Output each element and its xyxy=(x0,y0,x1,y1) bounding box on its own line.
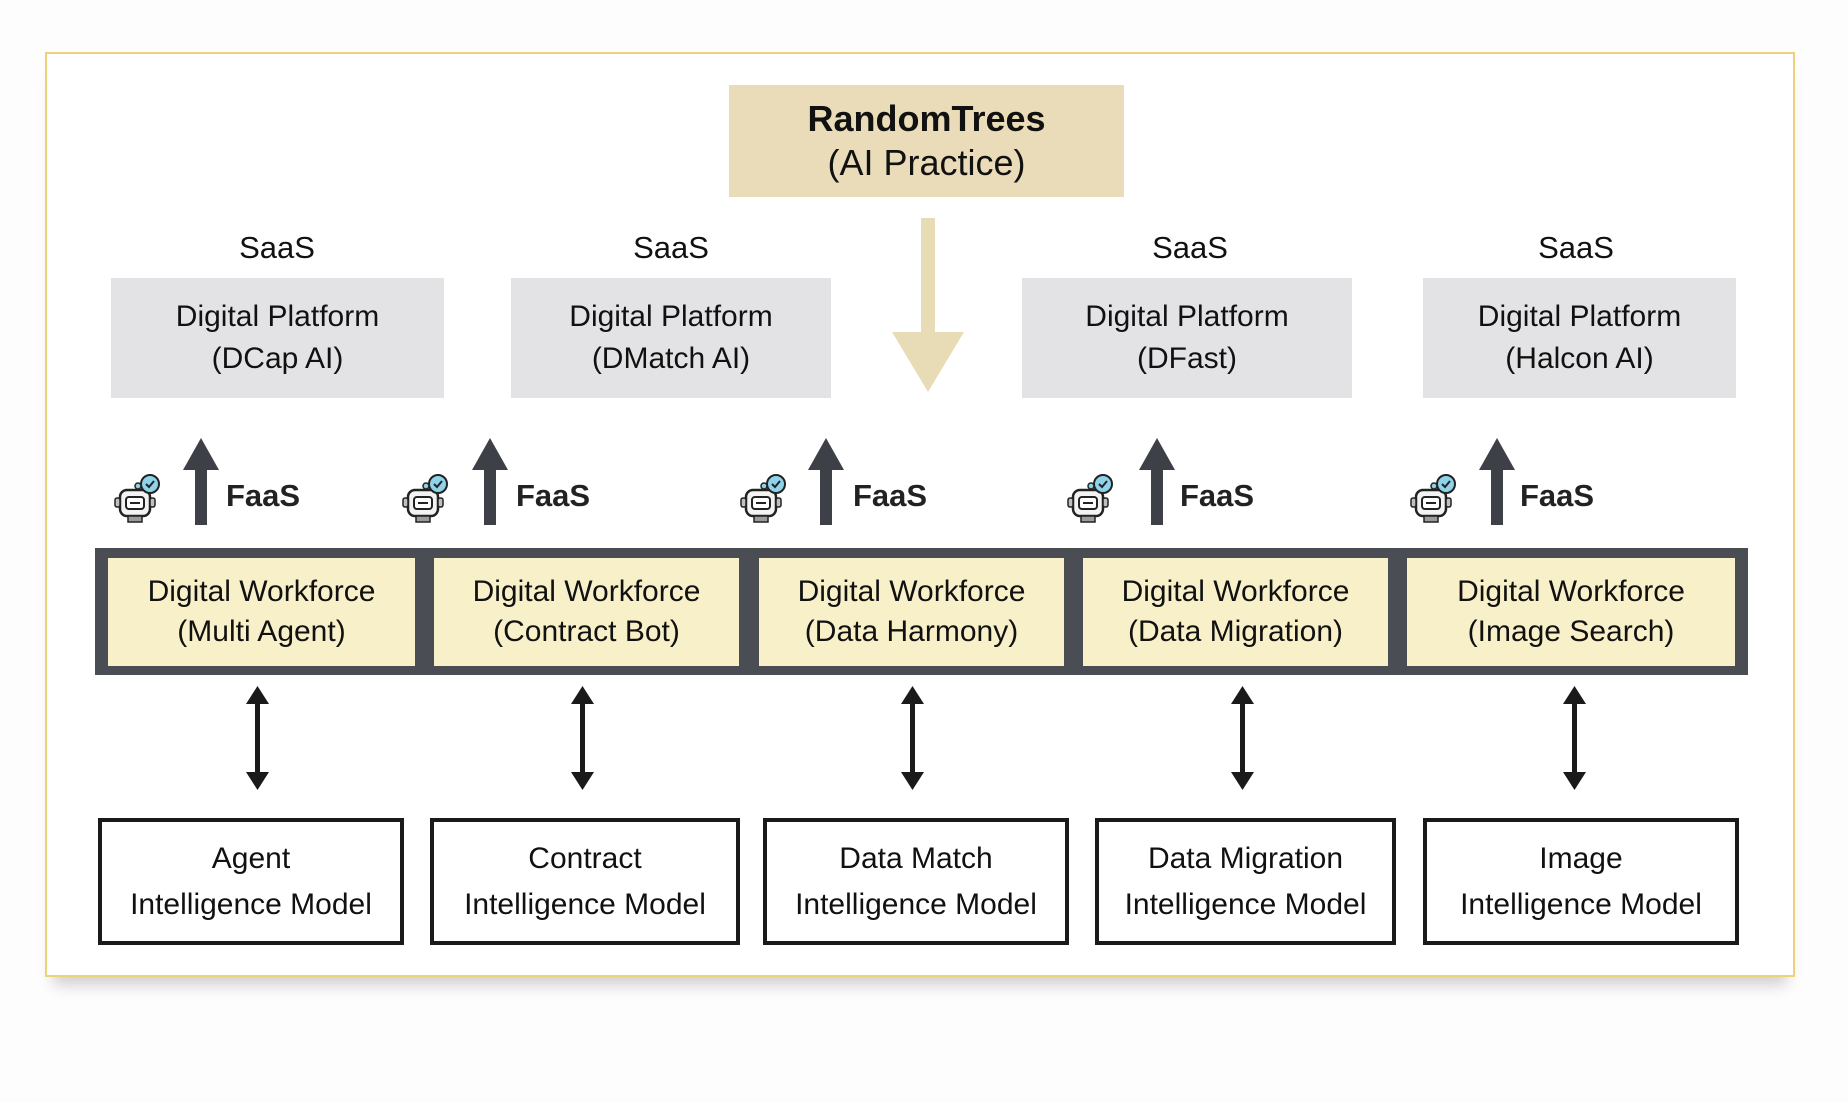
workforce-label: Digital Workforce xyxy=(147,575,376,608)
model-data-migration: Data Migration Intelligence Model xyxy=(1095,818,1396,945)
model-image: Image Intelligence Model xyxy=(1423,818,1739,945)
workforce-name: (Multi Agent) xyxy=(177,615,346,648)
faas-label-4: FaaS xyxy=(1180,478,1255,513)
workforce-data-migration: Digital Workforce (Data Migration) xyxy=(1083,558,1388,666)
header-box: RandomTrees (AI Practice) xyxy=(729,85,1124,197)
header-title: RandomTrees xyxy=(807,98,1046,139)
workforce-label: Digital Workforce xyxy=(472,575,701,608)
platform-label: Digital Platform xyxy=(1477,300,1682,333)
model-data-match: Data Match Intelligence Model xyxy=(763,818,1069,945)
platform-name: (DFast) xyxy=(1137,342,1237,375)
faas-label-5: FaaS xyxy=(1520,478,1595,513)
faas-label-3: FaaS xyxy=(853,478,928,513)
model-contract: Contract Intelligence Model xyxy=(430,818,740,945)
workforce-name: (Data Harmony) xyxy=(804,615,1019,648)
model-label: Image xyxy=(1539,841,1623,875)
workforce-data-harmony: Digital Workforce (Data Harmony) xyxy=(759,558,1064,666)
header-subtitle: (AI Practice) xyxy=(827,142,1026,183)
platform-name: (Halcon AI) xyxy=(1505,342,1654,375)
faas-label-1: FaaS xyxy=(226,478,301,513)
workforce-image-search: Digital Workforce (Image Search) xyxy=(1407,558,1735,666)
model-type: Intelligence Model xyxy=(130,887,372,921)
platform-halcon: Digital Platform (Halcon AI) xyxy=(1423,278,1736,398)
workforce-multi-agent: Digital Workforce (Multi Agent) xyxy=(108,558,415,666)
platform-name: (DCap AI) xyxy=(211,342,344,375)
workforce-label: Digital Workforce xyxy=(1457,575,1685,608)
workforce-contract-bot: Digital Workforce (Contract Bot) xyxy=(434,558,739,666)
model-agent: Agent Intelligence Model xyxy=(98,818,404,945)
saas-label-2: SaaS xyxy=(633,230,709,265)
platform-dmatch: Digital Platform (DMatch AI) xyxy=(511,278,831,398)
workforce-label: Digital Workforce xyxy=(1121,575,1350,608)
saas-label-3: SaaS xyxy=(1152,230,1228,265)
model-type: Intelligence Model xyxy=(1460,887,1702,921)
workforce-name: (Data Migration) xyxy=(1127,615,1344,648)
platform-label: Digital Platform xyxy=(1085,300,1289,333)
platform-name: (DMatch AI) xyxy=(591,342,751,375)
model-type: Intelligence Model xyxy=(1124,887,1367,921)
model-type: Intelligence Model xyxy=(464,887,706,921)
platform-label: Digital Platform xyxy=(175,300,380,333)
platform-dcap: Digital Platform (DCap AI) xyxy=(111,278,444,398)
model-label: Data Match xyxy=(839,841,993,875)
platform-dfast: Digital Platform (DFast) xyxy=(1022,278,1352,398)
workforce-name: (Image Search) xyxy=(1467,615,1675,648)
model-label: Data Migration xyxy=(1147,841,1344,875)
faas-label-2: FaaS xyxy=(516,478,591,513)
model-type: Intelligence Model xyxy=(795,887,1037,921)
model-label: Agent xyxy=(211,841,291,875)
platform-label: Digital Platform xyxy=(569,300,773,333)
saas-label-1: SaaS xyxy=(239,230,315,265)
saas-label-4: SaaS xyxy=(1538,230,1614,265)
workforce-name: (Contract Bot) xyxy=(493,615,680,648)
model-label: Contract xyxy=(528,841,642,875)
workforce-label: Digital Workforce xyxy=(797,575,1026,608)
